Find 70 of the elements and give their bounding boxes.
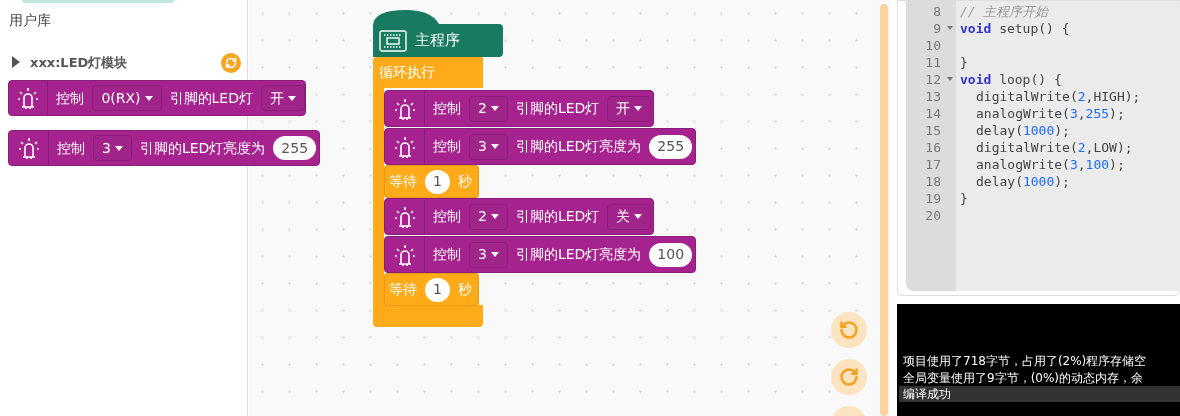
- number-field: 1: [425, 277, 450, 302]
- number-field: 1: [425, 169, 450, 194]
- block-text: 控制: [433, 207, 461, 226]
- block-text: 秒: [457, 280, 472, 299]
- code-line: digitalWrite(2,LOW);: [976, 139, 1133, 156]
- block-text: 等待: [389, 280, 417, 299]
- line-number: 8: [932, 3, 941, 20]
- dropdown-field: 3: [469, 241, 508, 268]
- block-text: 控制: [57, 138, 85, 158]
- led-control-block: [384, 198, 654, 235]
- line-number: 12: [924, 71, 941, 88]
- line-number: 17: [924, 156, 941, 173]
- line-number: 15: [924, 122, 941, 139]
- number-field: 100: [649, 242, 693, 267]
- dropdown-field: 0(RX): [92, 85, 162, 111]
- block-text: 引脚的LED灯亮度为: [139, 138, 266, 158]
- line-number: 11: [924, 54, 941, 71]
- dropdown-field: 3: [469, 133, 508, 160]
- library-heading: 用户库: [9, 11, 51, 30]
- line-number: 13: [924, 88, 941, 105]
- block-text: 控制: [433, 99, 461, 118]
- code-comment: // 主程序开始: [960, 3, 1049, 20]
- block-text: 控制: [56, 88, 85, 108]
- line-number: 16: [924, 139, 941, 156]
- console-output-line: 项目使用了718字节，占用了(2%)程序存储空: [903, 353, 1147, 370]
- line-number: 14: [924, 105, 941, 122]
- code-line: delay(1000);: [976, 122, 1070, 139]
- dropdown-field: 关: [607, 203, 652, 230]
- block-text: 引脚的LED灯亮度为: [515, 245, 642, 264]
- dropdown-field: 2: [469, 95, 508, 122]
- code-line: void setup() {: [960, 20, 1070, 37]
- dropdown-field: 开: [607, 95, 652, 122]
- block-text: 秒: [457, 172, 472, 191]
- led-control-block: [384, 128, 696, 165]
- code-line: digitalWrite(2,HIGH);: [976, 88, 1141, 105]
- code-line: }: [960, 190, 968, 207]
- line-number: 19: [924, 190, 941, 207]
- block-text: 引脚的LED灯: [169, 88, 253, 108]
- status-message: 编译成功: [899, 386, 1180, 402]
- block-text: 引脚的LED灯亮度为: [515, 137, 642, 156]
- block-text: 引脚的LED灯: [515, 207, 600, 226]
- dropdown-field: 开: [261, 85, 305, 111]
- module-heading: xxx:LED灯模块: [30, 54, 128, 72]
- console-output-line: 全局变量使用了9字节，(0%)的动态内存，余: [903, 369, 1144, 386]
- wait-block: [384, 165, 479, 198]
- dropdown-field: 2: [469, 203, 508, 230]
- block-text: 等待: [389, 172, 417, 191]
- number-field: 255: [649, 134, 693, 159]
- line-number: 10: [924, 37, 941, 54]
- block-text: 循环执行: [379, 63, 435, 82]
- code-line: }: [960, 54, 968, 71]
- main-program-hat-block: [373, 10, 503, 57]
- led-control-block: [8, 80, 306, 116]
- wait-block: [384, 273, 479, 306]
- code-line: delay(1000);: [976, 173, 1070, 190]
- block-text: 引脚的LED灯: [515, 99, 600, 118]
- led-control-block: [8, 130, 320, 166]
- block-text: 控制: [433, 245, 461, 264]
- line-number: 20: [924, 207, 941, 224]
- led-control-block: [384, 236, 696, 273]
- code-line: void loop() {: [960, 71, 1062, 88]
- line-number: 9: [932, 20, 941, 37]
- block-text: 控制: [433, 137, 461, 156]
- led-control-block: [384, 90, 654, 127]
- number-field: 255: [273, 136, 317, 160]
- dropdown-field: 3: [93, 135, 132, 161]
- line-number: 18: [924, 173, 941, 190]
- code-line: analogWrite(3,100);: [976, 156, 1125, 173]
- code-line: analogWrite(3,255);: [976, 105, 1125, 122]
- block-title: 主程序: [415, 30, 460, 52]
